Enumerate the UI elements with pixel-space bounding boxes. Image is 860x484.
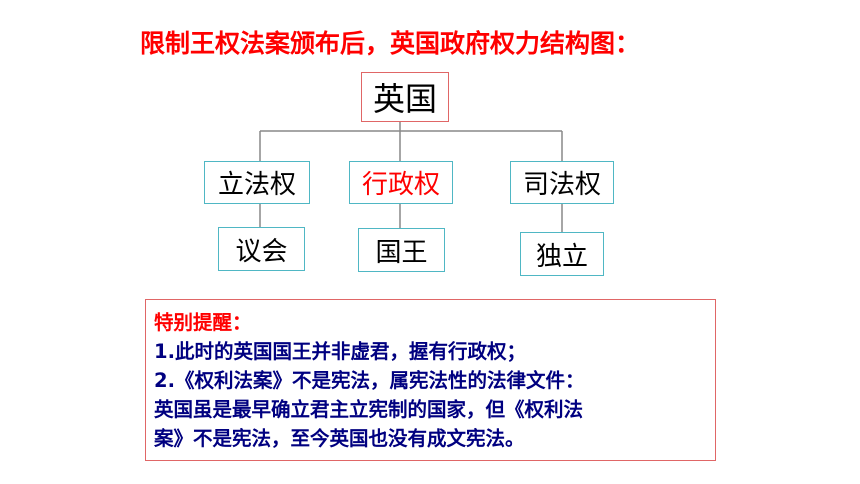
node-root: 英国	[361, 72, 449, 122]
diagram-title: 限制王权法案颁布后，英国政府权力结构图：	[140, 29, 641, 58]
reminder-line-2: 2.《权利法案》不是宪法，属宪法性的法律文件：	[154, 369, 585, 392]
node-executive-power: 行政权	[349, 161, 453, 204]
reminder-box: 特别提醒： 1.此时的英国国王并非虚君，握有行政权； 2.《权利法案》不是宪法，…	[145, 299, 716, 461]
node-king: 国王	[358, 228, 445, 272]
node-legislative-power: 立法权	[204, 161, 310, 204]
node-judicial-power: 司法权	[510, 161, 614, 204]
node-independent: 独立	[520, 232, 604, 276]
reminder-line-4: 案》不是宪法，至今英国也没有成文宪法。	[154, 427, 525, 450]
node-parliament: 议会	[218, 227, 305, 271]
reminder-line-3: 英国虽是最早确立君主立宪制的国家，但《权利法	[154, 398, 584, 421]
reminder-line-1: 1.此时的英国国王并非虚君，握有行政权；	[154, 340, 526, 363]
reminder-heading: 特别提醒：	[154, 311, 252, 334]
